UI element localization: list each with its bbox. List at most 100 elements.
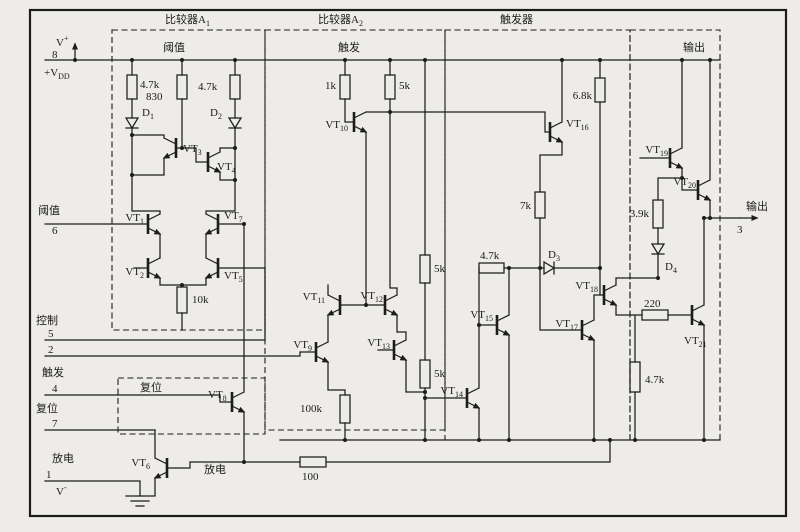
comparator-a1-box (111, 29, 266, 331)
resistor-100k (339, 394, 351, 424)
resistor-5k-mid (419, 254, 431, 284)
transistor-vt9 (316, 342, 328, 362)
pin-3-label: 3 (737, 224, 743, 236)
transistor-vt20-label: VT20 (673, 176, 696, 190)
transistor-vt16 (550, 122, 562, 142)
resistor-7k-label: 7k (520, 200, 532, 212)
diode-d3 (543, 261, 555, 275)
resistor-220 (641, 309, 669, 321)
transistor-vt13 (394, 340, 406, 360)
transistor-vt9-label: VT9 (293, 339, 312, 353)
transistor-vt21-label: VT21 (684, 335, 707, 349)
wire-reset-discharge (125, 411, 611, 507)
pin-1-label: 1 (46, 469, 52, 481)
transistor-vt21 (692, 305, 704, 325)
resistor-4k7-a (126, 74, 138, 100)
transistor-vt1-label: VT1 (125, 212, 144, 226)
transistor-vt12 (385, 295, 397, 315)
transistor-vt14 (467, 388, 479, 408)
resistor-5k-top-label: 5k (399, 80, 411, 92)
pin-vminus-label: V- (56, 483, 67, 498)
label-control-left: 控制 (36, 313, 58, 327)
resistor-4k7-c-label: 4.7k (480, 250, 500, 262)
transistor-vt3-label: VT3 (183, 143, 202, 157)
transistor-vt7 (206, 214, 218, 234)
resistor-100k-label: 100k (300, 403, 323, 415)
section-title-comparator-a1: 比较器A1 (165, 12, 210, 28)
wire-output-stage (639, 59, 741, 441)
transistor-vt19-label: VT19 (645, 144, 668, 158)
resistors (126, 74, 669, 468)
diode-d1 (125, 117, 139, 129)
transistor-vt20 (698, 180, 710, 200)
transistor-vt10 (354, 112, 366, 132)
pin-8-label: 8 (52, 49, 58, 61)
transistor-vt2-label: VT2 (125, 266, 144, 280)
resistor-3k9-label: 3.9k (630, 208, 650, 220)
transistor-vt16-label: VT16 (566, 118, 589, 132)
resistor-5k-low (419, 359, 431, 389)
label-discharge-left: 放电 (52, 451, 74, 465)
transistor-vt6-label: VT6 (131, 457, 150, 471)
transistor-vt14-label: VT14 (440, 385, 463, 399)
label-output-right: 输出 (746, 199, 768, 213)
transistor-vt15-label: VT15 (470, 309, 493, 323)
resistor-830 (176, 74, 188, 100)
transistor-vt6 (155, 458, 167, 478)
diode-d4 (651, 243, 665, 255)
resistor-10k-label: 10k (192, 294, 209, 306)
transistor-vt17 (582, 320, 594, 340)
label-threshold-top: 阈值 (163, 40, 185, 54)
resistor-6k8 (594, 77, 606, 103)
reset-box (117, 377, 266, 435)
pin-7-label: 7 (52, 418, 58, 430)
resistor-1k-label: 1k (325, 80, 337, 92)
resistor-4k7-d-label: 4.7k (645, 374, 665, 386)
transistor-vt15 (497, 315, 509, 335)
resistor-100-label: 100 (302, 471, 319, 483)
wire-flipflop (424, 59, 693, 441)
pin-6-label: 6 (52, 225, 58, 237)
transistor-vt5-label: VT5 (224, 270, 243, 284)
wire-rails-and-pins (44, 59, 721, 497)
transistor-vt5 (206, 258, 218, 278)
resistor-5k-mid-label: 5k (434, 263, 446, 275)
transistor-vt8 (232, 392, 244, 412)
diode-d2 (228, 117, 242, 129)
resistor-4k7-a-label: 4.7k (140, 79, 160, 91)
resistor-4k7-b (229, 74, 241, 100)
transistor-vt2 (148, 258, 160, 278)
section-title-comparator-a2: 比较器A2 (318, 12, 363, 28)
resistor-5k-top (384, 74, 396, 100)
resistor-100 (299, 456, 327, 468)
label-reset-box: 复位 (140, 380, 162, 394)
resistor-3k9 (652, 199, 664, 229)
resistor-220-label: 220 (644, 298, 661, 310)
label-discharge-mid: 放电 (204, 462, 226, 476)
transistor-vt18-label: VT18 (575, 280, 598, 294)
resistor-7k (534, 191, 546, 219)
pin-4-label: 4 (52, 383, 58, 395)
resistor-830-label: 830 (146, 91, 163, 103)
label-trigger-top: 触发 (338, 40, 360, 54)
diode-d2-label: D2 (210, 107, 222, 121)
pin-2-label: 2 (48, 344, 54, 356)
label-trigger-left: 触发 (42, 365, 64, 379)
pin-vplus-label: V+ (56, 34, 69, 49)
resistor-4k7-d (629, 361, 641, 393)
label-output-top: 输出 (683, 40, 705, 54)
transistor-vt3 (164, 138, 176, 158)
transistor-vt11-label: VT11 (303, 291, 325, 305)
resistor-10k (176, 286, 188, 314)
section-title-flipflop: 触发器 (500, 12, 533, 26)
transistor-vt1 (148, 214, 160, 234)
wire-comparator-a2 (327, 59, 551, 441)
transistor-vt17-label: VT17 (555, 318, 578, 332)
resistor-6k8-label: 6.8k (573, 90, 593, 102)
transistor-vt7-label: VT7 (224, 210, 243, 224)
label-reset-left: 复位 (36, 401, 58, 415)
transistor-vt19 (670, 148, 682, 168)
